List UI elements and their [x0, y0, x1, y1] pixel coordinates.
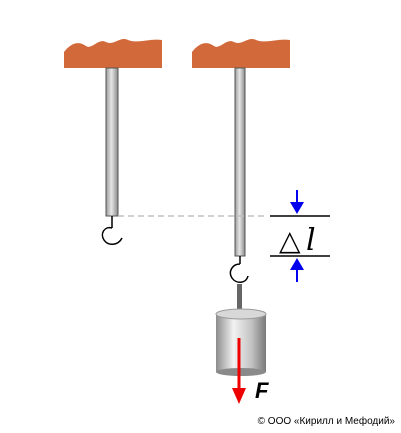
- delta-arrow-bottom-icon: [290, 258, 304, 282]
- right-rod: [234, 67, 246, 257]
- hook-icon: [229, 256, 249, 283]
- left-rod: [105, 67, 119, 217]
- force-arrow-icon: [232, 338, 246, 404]
- right-ceiling: [192, 39, 290, 68]
- length-symbol: l: [306, 223, 316, 258]
- weight-string: [237, 284, 242, 310]
- delta-arrow-top-icon: [290, 190, 304, 214]
- cylinder-weight-icon: [215, 308, 267, 376]
- copyright-text: © ООО «Кирилл и Мефодий»: [258, 415, 396, 427]
- left-ceiling: [64, 39, 162, 68]
- force-label: F: [255, 378, 269, 403]
- hook-icon: [101, 216, 123, 245]
- delta-symbol: △: [279, 224, 301, 257]
